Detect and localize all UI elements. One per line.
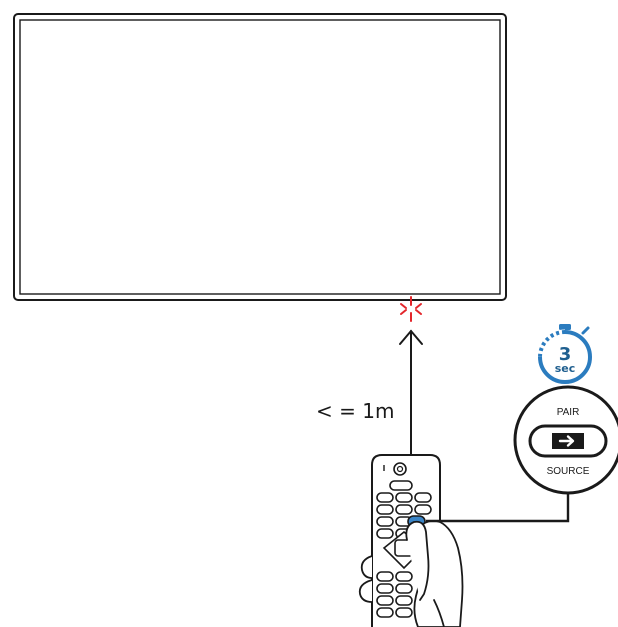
remote-power-button: [394, 463, 406, 475]
distance-label: < = 1m: [316, 399, 394, 423]
pair-label: PAIR: [557, 407, 580, 418]
tv-screen: [14, 14, 506, 300]
ir-signal-arrow: [400, 331, 422, 462]
source-label: SOURCE: [547, 466, 590, 477]
source-button-callout: [515, 387, 618, 493]
input-source-icon: [552, 433, 584, 449]
timer-unit: sec: [555, 362, 576, 375]
callout-connector: [426, 486, 568, 521]
